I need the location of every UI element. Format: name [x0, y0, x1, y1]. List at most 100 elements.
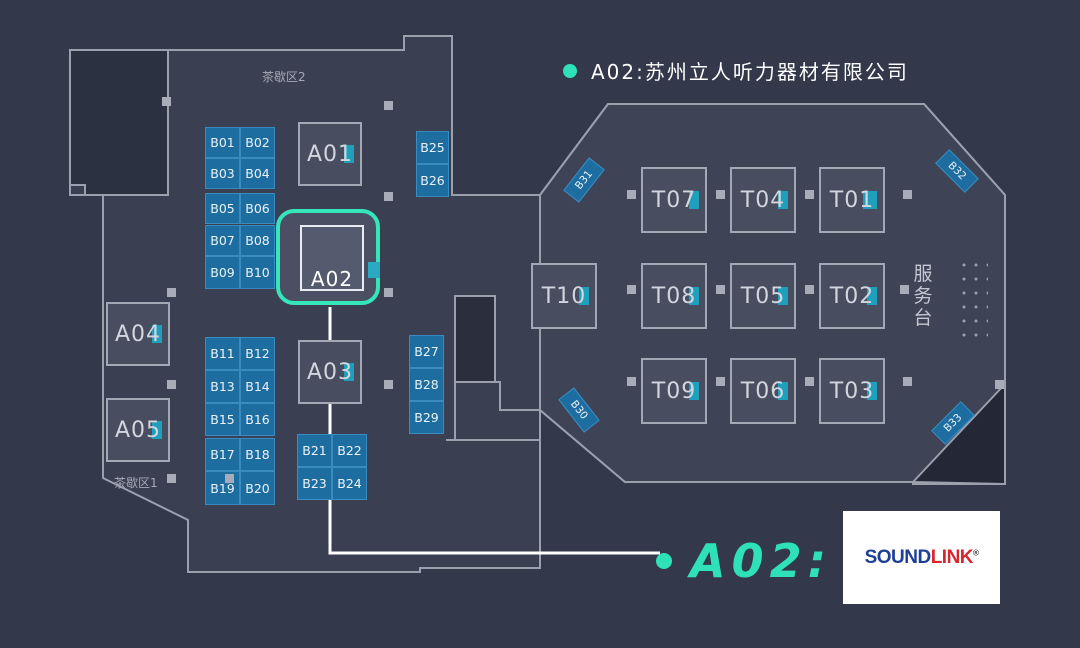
tea-area-1-label: 茶歇区1: [114, 476, 158, 490]
booth-flag-icon: [689, 191, 699, 209]
booth-b06[interactable]: B06: [240, 193, 275, 224]
booth-t02[interactable]: T02: [819, 263, 885, 329]
pillar: [627, 377, 636, 386]
booth-flag-icon: [152, 421, 162, 439]
booth-flag-icon: [778, 191, 788, 209]
booth-b04[interactable]: B04: [240, 158, 275, 189]
pillar: [225, 474, 234, 483]
booth-b23[interactable]: B23: [297, 467, 332, 500]
pillar: [805, 190, 814, 199]
booth-b13[interactable]: B13: [205, 370, 240, 403]
booth-flag-icon: [867, 287, 877, 305]
booth-t10[interactable]: T10: [531, 263, 597, 329]
pillar: [903, 377, 912, 386]
booth-b27[interactable]: B27: [409, 335, 444, 368]
booth-b01[interactable]: B01: [205, 127, 240, 158]
booth-a05[interactable]: A05: [106, 398, 170, 462]
title-bullet-icon: [563, 63, 577, 78]
booth-flag-icon: [689, 382, 699, 400]
booth-b16[interactable]: B16: [240, 403, 275, 436]
pillar: [716, 377, 725, 386]
upper-left-block: [69, 49, 169, 196]
booth-b21[interactable]: B21: [297, 434, 332, 467]
booth-label: A04: [114, 321, 162, 347]
booth-b22[interactable]: B22: [332, 434, 367, 467]
pillar: [167, 474, 176, 483]
tea-area-2-label: 茶歇区2: [262, 70, 306, 84]
pillar: [162, 97, 171, 106]
booth-a02[interactable]: A02: [300, 225, 380, 291]
booth-b20[interactable]: B20: [240, 471, 275, 505]
booth-a02-highlight[interactable]: A02: [276, 209, 380, 305]
booth-t07[interactable]: T07: [641, 167, 707, 233]
booth-label: T07: [651, 187, 697, 213]
service-desk-label: 服务台: [913, 263, 933, 329]
pillar: [995, 380, 1004, 389]
booth-b26[interactable]: B26: [416, 164, 449, 197]
pillar: [167, 380, 176, 389]
booth-t04[interactable]: T04: [730, 167, 796, 233]
booth-b12[interactable]: B12: [240, 337, 275, 370]
header: A02:苏州立人听力器材有限公司: [563, 56, 909, 85]
callout: A02:: [656, 534, 832, 588]
booth-a02-label: A02: [310, 267, 354, 291]
booth-t09[interactable]: T09: [641, 358, 707, 424]
booth-label: T06: [740, 378, 786, 404]
booth-a03[interactable]: A03: [298, 340, 362, 404]
company-logo: SOUNDLINK®: [843, 511, 1000, 604]
booth-t05[interactable]: T05: [730, 263, 796, 329]
booth-label: T05: [740, 283, 786, 309]
pillar: [805, 285, 814, 294]
booth-b08[interactable]: B08: [240, 225, 275, 256]
booth-b24[interactable]: B24: [332, 467, 367, 500]
booth-label: T08: [651, 283, 697, 309]
booth-label: T02: [829, 283, 875, 309]
booth-b03[interactable]: B03: [205, 158, 240, 189]
booth-flag-icon: [778, 382, 788, 400]
booth-b05[interactable]: B05: [205, 193, 240, 224]
booth-label: A05: [114, 417, 162, 443]
pillar: [627, 190, 636, 199]
logo-registered-mark: ®: [973, 548, 979, 558]
pillar: [384, 288, 393, 297]
booth-t03[interactable]: T03: [819, 358, 885, 424]
booth-b18[interactable]: B18: [240, 438, 275, 471]
booth-label: T04: [740, 187, 786, 213]
booth-flag-icon: [778, 287, 788, 305]
logo-wordmark: SOUNDLINK®: [865, 547, 979, 569]
pillar: [627, 285, 636, 294]
page-title: A02:苏州立人听力器材有限公司: [591, 60, 909, 84]
booth-label: T09: [651, 378, 697, 404]
logo-main-text: SOUND: [864, 546, 932, 568]
booth-b19[interactable]: B19: [205, 471, 240, 505]
booth-b25[interactable]: B25: [416, 131, 449, 164]
booth-flag-icon: [368, 262, 380, 278]
booth-flag-icon: [152, 325, 162, 343]
booth-a04[interactable]: A04: [106, 302, 170, 366]
booth-b15[interactable]: B15: [205, 403, 240, 436]
booth-flag-icon: [344, 363, 354, 381]
pillar: [167, 288, 176, 297]
booth-t01[interactable]: T01: [819, 167, 885, 233]
center-column: [454, 295, 496, 383]
booth-t06[interactable]: T06: [730, 358, 796, 424]
booth-b09[interactable]: B09: [205, 256, 240, 289]
booth-t08[interactable]: T08: [641, 263, 707, 329]
booth-b07[interactable]: B07: [205, 225, 240, 256]
booth-b10[interactable]: B10: [240, 256, 275, 289]
callout-label: A02:: [690, 534, 833, 588]
booth-b02[interactable]: B02: [240, 127, 275, 158]
booth-a01[interactable]: A01: [298, 122, 362, 186]
booth-flag-icon: [579, 287, 589, 305]
corner-triangle: [910, 381, 1006, 486]
logo-accent-text: LINK: [930, 546, 974, 568]
callout-bullet-icon: [656, 553, 672, 569]
booth-b14[interactable]: B14: [240, 370, 275, 403]
booth-b11[interactable]: B11: [205, 337, 240, 370]
pillar: [716, 190, 725, 199]
pillar: [384, 192, 393, 201]
booth-b29[interactable]: B29: [409, 401, 444, 434]
booth-b17[interactable]: B17: [205, 438, 240, 471]
booth-b28[interactable]: B28: [409, 368, 444, 401]
